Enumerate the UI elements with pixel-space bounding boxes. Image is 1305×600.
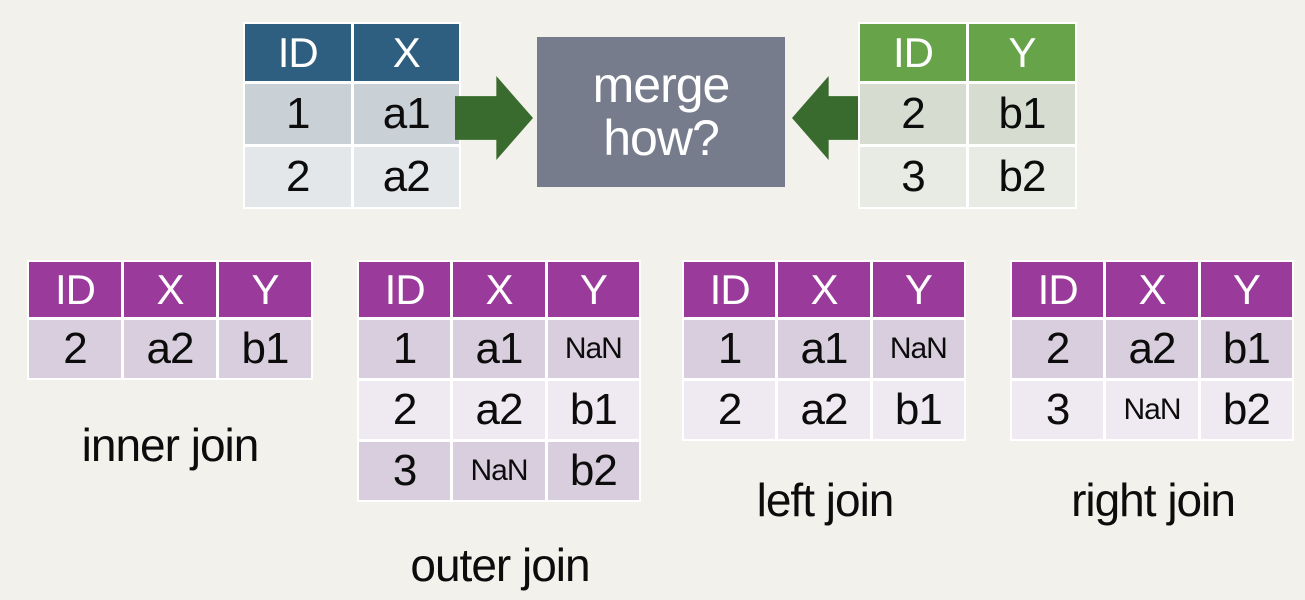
column-header: ID [860,24,966,81]
table-cell: b2 [1200,381,1292,439]
column-header: X [453,262,545,317]
table-cell: a1 [778,320,870,378]
table-cell: a1 [453,320,545,378]
table-cell: 1 [245,84,351,144]
table-cell: b2 [969,147,1075,207]
table-cell: NaN [872,320,964,378]
table-cell: 2 [1012,320,1104,378]
table-cell: NaN [453,442,545,500]
column-header: X [124,262,216,317]
table-cell: 3 [1012,381,1104,439]
table-cell: b2 [547,442,639,500]
column-header: ID [684,262,776,317]
table-cell: b1 [219,320,311,378]
column-header: Y [872,262,964,317]
table-cell: b1 [547,381,639,439]
merge-box-line1: merge [592,57,731,113]
column-header: Y [1200,262,1292,317]
table-cell: 1 [359,320,451,378]
column-header: Y [969,24,1075,81]
table-cell: 2 [684,381,776,439]
column-header: ID [245,24,351,81]
table-cell: NaN [1106,381,1198,439]
arrow-right-icon [455,76,533,160]
table-cell: b1 [1200,320,1292,378]
table-cell: 2 [29,320,121,378]
merge-box-line2: how? [603,110,720,166]
table-cell: 2 [359,381,451,439]
table-cell: a2 [353,147,459,207]
table-cell: 2 [860,84,966,144]
table-cell: 3 [860,147,966,207]
outer-join-label: outer join [410,539,590,591]
table-cell: a2 [778,381,870,439]
table-cell: b1 [872,381,964,439]
left-join-label: left join [756,474,895,526]
table-cell: NaN [547,320,639,378]
table-cell: a2 [124,320,216,378]
column-header: ID [29,262,121,317]
table-cell: 1 [684,320,776,378]
table-cell: a2 [1106,320,1198,378]
column-header: X [778,262,870,317]
table-cell: a2 [453,381,545,439]
table-cell: 2 [245,147,351,207]
column-header: ID [359,262,451,317]
column-header: Y [219,262,311,317]
merge-how-box: merge how? [537,37,785,187]
inner-join-label: inner join [81,419,260,471]
table-cell: 3 [359,442,451,500]
column-header: Y [547,262,639,317]
right-join-label: right join [1071,474,1236,526]
column-header: X [1106,262,1198,317]
column-header: ID [1012,262,1104,317]
column-header: X [353,24,459,81]
table-cell: a1 [353,84,459,144]
table-cell: b1 [969,84,1075,144]
